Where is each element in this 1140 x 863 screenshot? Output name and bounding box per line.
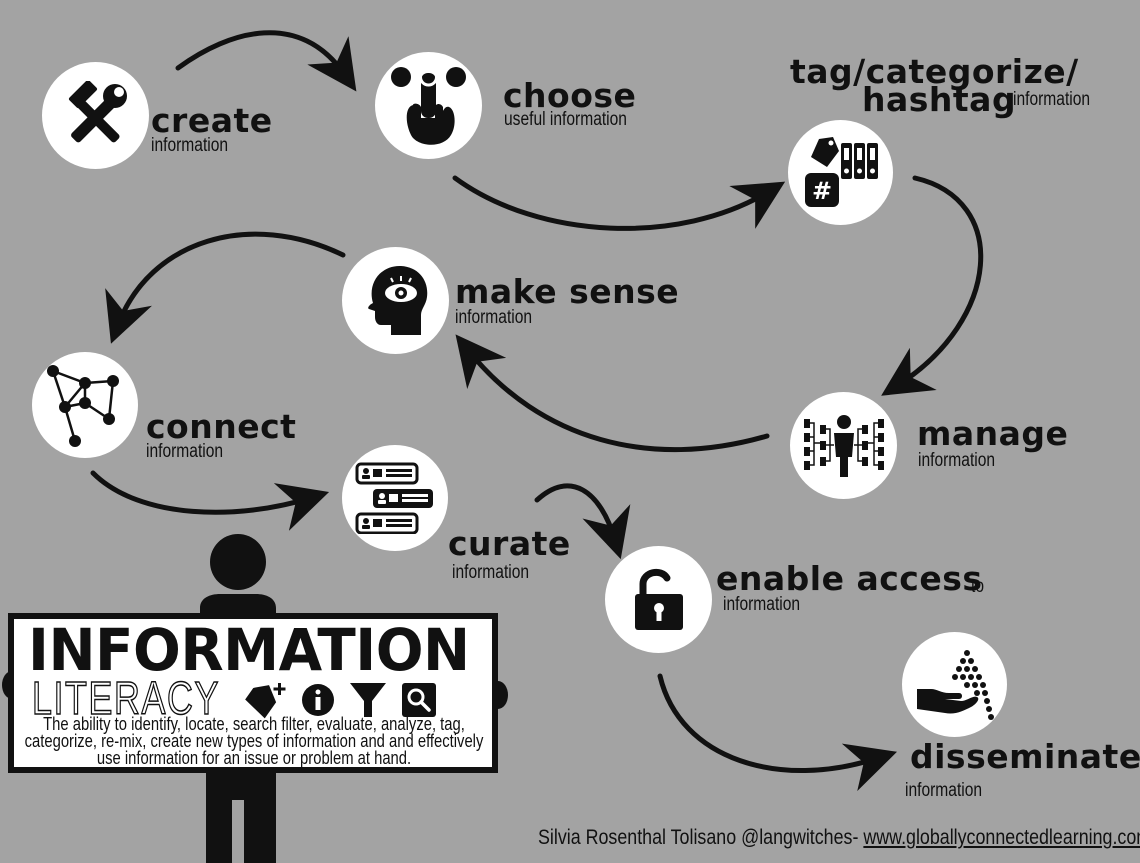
choose-subtitle: useful information	[504, 109, 627, 130]
disseminate-subtitle: information	[905, 780, 983, 801]
credit-author: Silvia Rosenthal Tolisano @langwitches-	[538, 826, 864, 849]
banner-title: INFORMATION	[28, 616, 470, 684]
manage-subtitle: information	[918, 450, 996, 471]
enable-access-suffix: to	[971, 576, 985, 597]
search-icon	[402, 683, 436, 717]
choose-title: choose	[503, 76, 637, 115]
hand-scatter-icon	[916, 649, 994, 720]
tag-circle: #	[788, 120, 893, 225]
curate-circle	[342, 445, 448, 551]
connect-circle	[32, 352, 138, 458]
tag-title-line2: hashtag	[862, 80, 1017, 119]
arrow-enable-to-disseminate	[657, 673, 898, 792]
tag-binders-hashtag-icon: #	[804, 136, 878, 207]
credit-link[interactable]: www.globallyconnectedlearning.com	[863, 826, 1140, 849]
network-nodes-icon	[47, 364, 119, 447]
tag-plus-icon	[245, 683, 286, 719]
head-eye-icon	[367, 265, 427, 335]
manage-title: manage	[917, 414, 1069, 453]
disseminate-circle	[902, 632, 1007, 737]
disseminate-title: disseminate	[910, 737, 1140, 776]
hammer-wrench-icon	[68, 80, 127, 142]
enable-access-circle	[605, 546, 712, 653]
credit-line: Silvia Rosenthal Tolisano @langwitches- …	[538, 826, 1140, 850]
arrow-curate-to-enable	[534, 483, 631, 560]
banner-description: The ability to identify, locate, search …	[24, 713, 484, 768]
make-sense-circle	[342, 247, 449, 354]
arrow-choose-to-tag	[452, 175, 786, 231]
arrow-makesense-to-connect	[105, 231, 346, 344]
banner-icon-row	[245, 683, 436, 719]
curate-subtitle: information	[452, 562, 530, 583]
manager-org-chart-icon	[803, 414, 884, 477]
svg-text:#: #	[811, 177, 831, 205]
create-title: create	[151, 101, 273, 140]
tag-subtitle: information	[1013, 89, 1091, 110]
connect-title: connect	[146, 407, 297, 446]
banner-subtitle: LITERACY	[31, 672, 220, 724]
pointing-finger-icon	[391, 67, 466, 145]
arrow-connect-to-curate	[90, 470, 330, 531]
info-icon	[302, 684, 334, 716]
tag-title-line1: tag/categorize/	[790, 52, 1079, 91]
make-sense-subtitle: information	[455, 307, 533, 328]
create-circle	[42, 62, 149, 169]
curate-title: curate	[448, 524, 571, 563]
arrow-manage-to-makesense	[455, 334, 770, 453]
curated-cards-icon	[355, 462, 433, 534]
make-sense-title: make sense	[455, 272, 680, 311]
manage-circle	[790, 392, 897, 499]
open-padlock-icon	[634, 568, 683, 630]
choose-circle	[375, 52, 482, 159]
information-literacy-banner: INFORMATION LITERACY The ability to iden…	[8, 613, 498, 773]
enable-access-title: enable access	[716, 559, 983, 598]
arrow-create-to-choose	[175, 30, 357, 92]
connect-subtitle: information	[146, 441, 224, 462]
enable-access-subtitle: information	[723, 594, 801, 615]
arrow-tag-to-manage	[881, 175, 984, 396]
filter-icon	[350, 683, 386, 717]
create-subtitle: information	[151, 135, 229, 156]
